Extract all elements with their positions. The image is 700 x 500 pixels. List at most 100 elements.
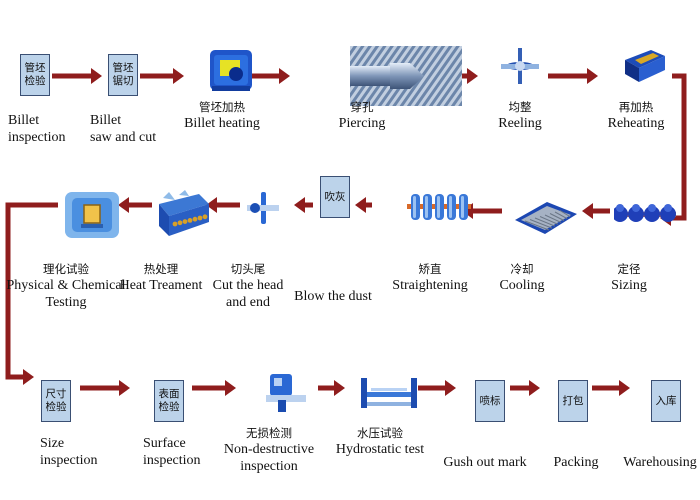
arrow-18: [510, 380, 540, 396]
billet-saw-and-cut-label: Billet saw and cut: [90, 112, 156, 146]
billet-inspection-label: Billet inspection: [8, 112, 66, 146]
arrow-3: [252, 68, 290, 84]
hydrostatic-test-icon: [359, 372, 419, 417]
arrow-5: [548, 68, 598, 84]
surface-inspection-box: 表面检验: [154, 380, 184, 422]
blow-the-dust-box: 吹灰: [320, 176, 350, 218]
size-inspection-english-label: Size: [40, 436, 65, 451]
straightening-label: 矫直 Straightening: [392, 262, 467, 294]
arrow-11: [206, 197, 240, 213]
cut-the-head-and-end-english-label-2: and end: [226, 295, 270, 310]
cooling-english-label: Cooling: [499, 278, 545, 293]
piercing-english-label: Piercing: [338, 116, 386, 131]
blow-the-dust-english-label: Blow the dust: [294, 289, 372, 304]
warehousing-box-text: 入库: [655, 394, 677, 407]
billet-heating-label: 管坯加热 Billet heating: [184, 100, 260, 132]
reheating-chinese-label: 再加热: [618, 100, 654, 114]
gush-out-mark-box: 喷标: [475, 380, 505, 422]
billet-heating-english-label: Billet heating: [184, 116, 260, 131]
piercing-label: 穿孔 Piercing: [339, 100, 386, 132]
hydrostatic-test-label: 水压试验 Hydrostatic test: [336, 426, 424, 458]
gush-out-mark-english-label: Gush out mark: [443, 455, 527, 470]
piercing-chinese-label: 穿孔: [350, 100, 374, 114]
arrow-13: [16, 369, 34, 385]
physical-chemical-testing-english-label: Physical & Chemical: [6, 278, 126, 293]
billet-inspection-box-text: 管坯检验: [24, 62, 46, 87]
billet-inspection-english-label-2: inspection: [8, 130, 66, 145]
straightening-chinese-label: 矫直: [418, 262, 442, 276]
physical-chemical-testing-chinese-label: 理化试验: [42, 262, 89, 276]
cut-the-head-and-end-icon: [245, 190, 281, 231]
reheating-icon: [621, 46, 667, 91]
cut-the-head-and-end-chinese-label: 切头尾: [230, 262, 266, 276]
hydrostatic-test-chinese-label: 水压试验: [356, 426, 403, 440]
packing-label: Packing: [553, 454, 598, 471]
arrow-15: [192, 380, 236, 396]
warehousing-label: Warehousing: [623, 454, 697, 471]
blow-the-dust-box-text: 吹灰: [324, 190, 346, 203]
billet-saw-and-cut-box-text: 管坯锯切: [112, 62, 134, 87]
warehousing-box: 入库: [651, 380, 681, 422]
arrow-9: [355, 197, 372, 213]
straightening-icon: [407, 190, 471, 229]
heat-treatment-english-label: Heat Treament: [119, 278, 203, 293]
arrow-1: [52, 68, 102, 84]
arrow-14: [80, 380, 130, 396]
sizing-label: 定径 Sizing: [611, 262, 647, 294]
hydrostatic-test-english-label: Hydrostatic test: [335, 442, 425, 457]
connector-right: [666, 73, 687, 221]
billet-saw-and-cut-english-label: Billet: [90, 113, 122, 128]
packing-box-text: 打包: [562, 394, 584, 407]
gush-out-mark-box-text: 喷标: [479, 394, 501, 407]
heat-treatment-label: 热处理 Heat Treament: [120, 262, 203, 294]
blow-the-dust-label: Blow the dust: [294, 288, 372, 305]
cut-the-head-and-end-english-label: Cut the head: [212, 278, 284, 293]
packing-english-label: Packing: [553, 455, 599, 470]
cooling-label: 冷却 Cooling: [499, 262, 544, 294]
non-destructive-inspection-icon: [264, 372, 308, 419]
non-destructive-inspection-chinese-label: 无损检测: [245, 426, 292, 440]
sizing-chinese-label: 定径: [617, 262, 641, 276]
size-inspection-english-label-2: inspection: [40, 453, 98, 468]
surface-inspection-label: Surface inspection: [143, 435, 201, 469]
billet-saw-and-cut-english-label-2: saw and cut: [90, 130, 157, 145]
arrow-2: [140, 68, 184, 84]
reeling-english-label: Reeling: [498, 116, 542, 131]
billet-saw-and-cut-box: 管坯锯切: [108, 54, 138, 96]
heat-treatment-chinese-label: 热处理: [143, 262, 179, 276]
non-destructive-inspection-english-label: Non-destructive: [223, 442, 315, 457]
arrow-16: [318, 380, 345, 396]
warehousing-english-label: Warehousing: [623, 455, 697, 470]
reeling-icon: [499, 46, 541, 91]
arrow-7: [582, 203, 610, 219]
reheating-english-label: Reheating: [607, 116, 665, 131]
physical-chemical-testing-icon: [63, 190, 121, 245]
reeling-label: 均整 Reeling: [498, 100, 542, 132]
billet-heating-icon: [206, 46, 256, 99]
sizing-english-label: Sizing: [611, 278, 647, 293]
size-inspection-box-text: 尺寸检验: [45, 388, 67, 413]
billet-heating-chinese-label: 管坯加热: [198, 100, 245, 114]
packing-box: 打包: [558, 380, 588, 422]
arrow-10: [294, 197, 313, 213]
arrow-19: [592, 380, 630, 396]
sizing-icon: [612, 190, 676, 243]
billet-inspection-box: 管坯检验: [20, 54, 50, 96]
arrow-17: [418, 380, 456, 396]
surface-inspection-english-label: Surface: [143, 436, 186, 451]
reeling-chinese-label: 均整: [508, 100, 532, 114]
billet-inspection-english-label: Billet: [8, 113, 40, 128]
cut-the-head-and-end-label: 切头尾 Cut the head and end: [213, 262, 284, 311]
arrow-12: [118, 197, 152, 213]
surface-inspection-english-label-2: inspection: [143, 453, 201, 468]
size-inspection-label: Size inspection: [40, 435, 98, 469]
surface-inspection-box-text: 表面检验: [158, 388, 180, 413]
cooling-chinese-label: 冷却: [510, 262, 534, 276]
straightening-english-label: Straightening: [392, 278, 468, 293]
heat-treatment-icon: [155, 190, 213, 243]
gush-out-mark-label: Gush out mark: [443, 454, 526, 471]
cooling-icon: [513, 190, 579, 245]
